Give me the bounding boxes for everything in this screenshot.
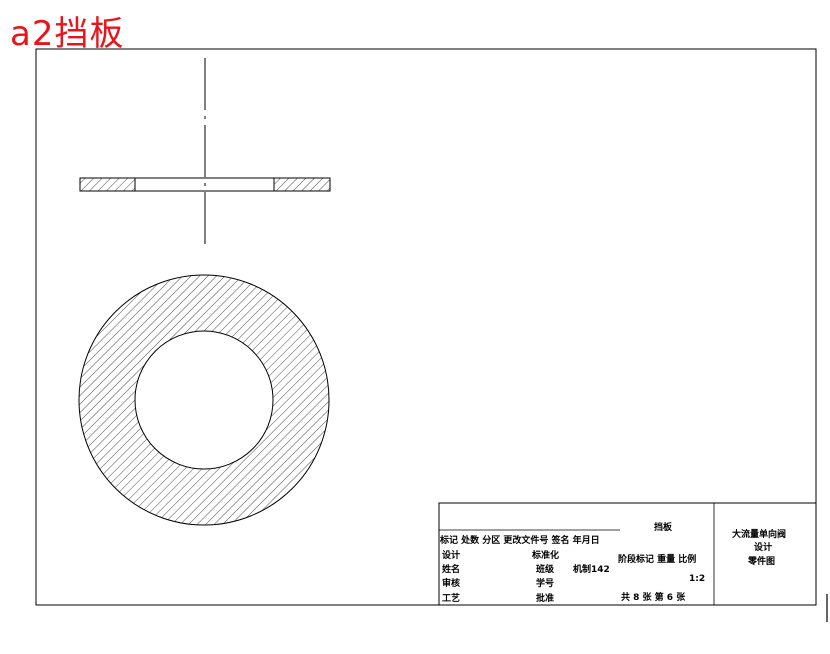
plan-view-ring — [70, 265, 340, 535]
title-block: 挡板 标记 处数 分区 更改文件号 签名 年月日 设计 标准化 阶段标记 重量 … — [438, 502, 817, 606]
review-label: 审核 — [442, 577, 460, 589]
class-value: 机制142 — [573, 563, 610, 575]
project-name-line2: 设计 — [754, 541, 772, 553]
part-name: 挡板 — [654, 521, 673, 533]
sheet-info: 共 8 张 第 6 张 — [621, 591, 686, 603]
design-label: 设计 — [442, 549, 460, 561]
section-view — [79, 177, 331, 192]
approve-label: 批准 — [536, 592, 554, 604]
name-label: 姓名 — [441, 563, 460, 575]
student-id-label: 学号 — [536, 577, 554, 589]
columns-header: 标记 处数 分区 更改文件号 签名 年月日 — [439, 534, 600, 546]
drawing-title: a2挡板 — [10, 14, 125, 54]
standardization-label: 标准化 — [531, 549, 559, 561]
class-label: 班级 — [536, 563, 555, 575]
project-name-line1: 大流量单向阀 — [732, 528, 786, 540]
process-label: 工艺 — [442, 592, 460, 604]
drawing-type: 零件图 — [747, 555, 775, 567]
drawing-frame — [35, 48, 817, 606]
stage-header: 阶段标记 重量 比例 — [618, 553, 696, 565]
scale-value: 1:2 — [689, 574, 705, 584]
